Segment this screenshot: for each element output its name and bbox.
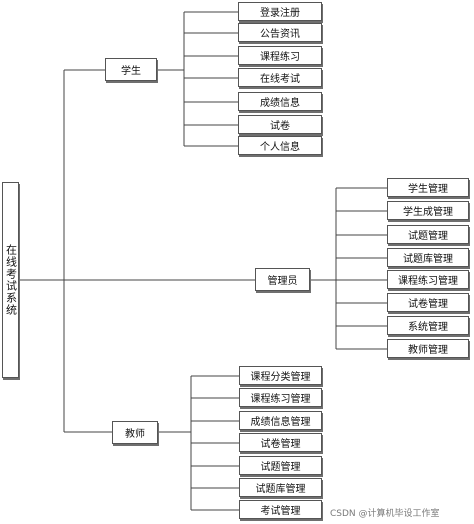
role-node-student: 学生 [105,58,157,81]
admin-child-node: 学生管理 [387,178,469,197]
teacher-child-node: 考试管理 [239,500,322,519]
node-label: 系统管理 [408,322,448,333]
admin-child-node: 试卷管理 [387,293,469,312]
node-label: 在线考试 [260,74,300,85]
node-label: 登录注册 [260,8,300,19]
node-label: 成绩信息管理 [250,417,311,428]
node-label: 公告资讯 [260,29,300,40]
admin-child-node: 试题管理 [387,225,469,244]
node-label: 学生管理 [408,184,448,195]
admin-child-node: 学生成管理 [387,201,469,220]
node-label: 试题库管理 [403,254,453,265]
node-label: 试题库管理 [255,484,306,495]
student-child-node: 在线考试 [238,68,322,87]
node-label: 课程练习管理 [398,276,458,287]
node-label: 试题管理 [260,462,301,473]
node-label: 试卷管理 [408,299,448,310]
node-label: 教师管理 [408,345,448,356]
node-label: 课程练习管理 [250,394,311,405]
node-label: 成绩信息 [260,98,300,109]
teacher-child-node: 试卷管理 [239,433,322,452]
role-label-student: 学生 [121,66,141,77]
node-label: 课程分类管理 [250,372,311,383]
node-label: 试卷 [270,121,290,132]
admin-child-node: 课程练习管理 [387,270,469,289]
admin-child-node: 教师管理 [387,339,469,358]
student-child-node: 登录注册 [238,2,322,21]
teacher-child-node: 课程练习管理 [239,388,322,407]
watermark-text: CSDN @计算机毕设工作室 [330,509,440,519]
node-label: 个人信息 [260,142,300,153]
teacher-child-node: 试题库管理 [239,478,322,497]
role-label-admin: 管理员 [267,276,298,287]
role-label-teacher: 教师 [125,429,145,440]
student-child-node: 试卷 [238,115,322,134]
role-node-teacher: 教师 [112,421,158,444]
admin-child-node: 系统管理 [387,316,469,335]
node-label: 考试管理 [260,506,301,517]
student-child-node: 成绩信息 [238,92,322,111]
node-label: 课程练习 [260,52,300,63]
role-node-admin: 管理员 [255,268,310,291]
teacher-child-node: 成绩信息管理 [239,411,322,430]
node-label: 学生成管理 [403,207,453,218]
student-child-node: 课程练习 [238,46,322,65]
admin-child-node: 试题库管理 [387,248,469,267]
teacher-child-node: 课程分类管理 [239,366,322,385]
root-label: 在线考试系统 [4,244,18,316]
student-child-node: 个人信息 [238,136,322,155]
student-child-node: 公告资讯 [238,23,322,42]
node-label: 试题管理 [408,231,448,242]
teacher-child-node: 试题管理 [239,456,322,475]
root-node: 在线考试系统 [2,182,19,378]
node-label: 试卷管理 [260,439,301,450]
